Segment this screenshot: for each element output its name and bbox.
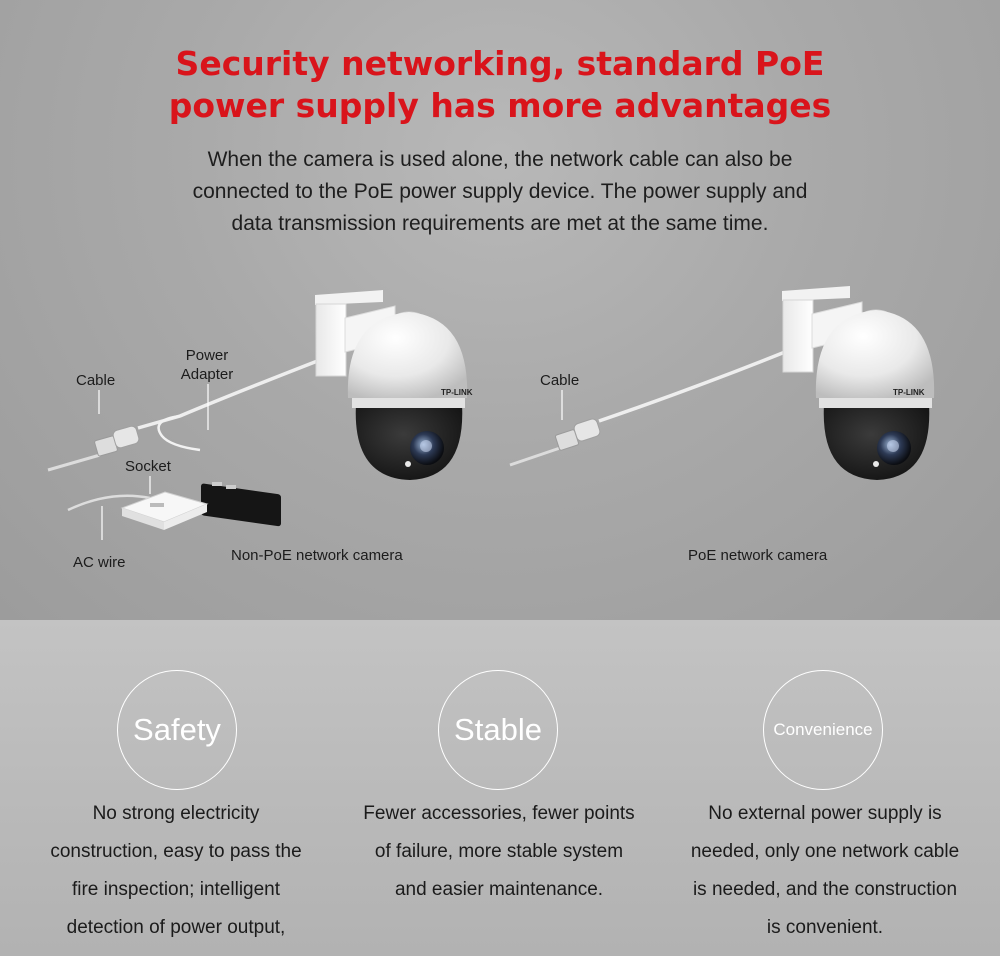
camera-diagram: TP-LINK TP-LINK [47, 286, 935, 540]
safety-line-1: No strong electricity [92, 803, 260, 824]
stable-line-1: Fewer accessories, fewer points [363, 803, 635, 824]
left-camera-icon: TP-LINK [315, 290, 473, 480]
left-cable-label: Cable [76, 372, 116, 389]
non-poe-camera-caption: Non-PoE network camera [231, 547, 403, 564]
stable-line-2: of failure, more stable system [374, 841, 624, 862]
safety-line-4: detection of power output, [66, 917, 286, 938]
left-cable-group [47, 358, 321, 512]
power-adapter-label-line-2: Adapter [180, 366, 234, 383]
intro-text: When the camera is used alone, the netwo… [100, 144, 900, 240]
headline-line-1: Security networking, standard PoE [175, 44, 825, 83]
headline-line-2: power supply has more advantages [168, 86, 832, 125]
power-adapter-label: Power Adapter [176, 346, 238, 384]
socket-icon [120, 491, 209, 530]
convenience-title: Convenience [773, 720, 873, 739]
left-camera-brand: TP-LINK [441, 388, 473, 397]
stable-title: Stable [454, 712, 542, 747]
intro-line-2: connected to the PoE power supply device… [192, 180, 808, 203]
stable-description: Fewer accessories, fewer points of failu… [339, 795, 659, 909]
convenience-circle: Convenience [763, 670, 883, 790]
safety-line-3: fire inspection; intelligent [71, 879, 281, 900]
intro-line-3: data transmission requirements are met a… [231, 212, 769, 235]
power-adapter-label-line-1: Power [185, 347, 229, 364]
convenience-line-3: is needed, and the construction [692, 879, 958, 900]
stable-circle: Stable [438, 670, 558, 790]
power-adapter-icon [201, 482, 281, 527]
stable-line-3: and easier maintenance. [394, 879, 604, 900]
convenience-line-2: needed, only one network cable [690, 841, 960, 862]
poe-camera-caption: PoE network camera [688, 547, 828, 564]
safety-description: No strong electricity construction, easy… [26, 795, 326, 947]
convenience-description: No external power supply is needed, only… [672, 795, 978, 947]
safety-circle: Safety [117, 670, 237, 790]
convenience-line-1: No external power supply is [708, 803, 942, 824]
right-camera-icon: TP-LINK [782, 286, 935, 480]
safety-title: Safety [133, 712, 221, 747]
ac-wire-label: AC wire [73, 554, 126, 571]
right-cable-label: Cable [540, 372, 580, 389]
convenience-line-4: is convenient. [766, 917, 884, 938]
safety-line-2: construction, easy to pass the [50, 841, 302, 862]
right-cable-group [509, 348, 791, 467]
right-camera-brand: TP-LINK [893, 388, 925, 397]
socket-label: Socket [125, 458, 171, 475]
intro-line-1: When the camera is used alone, the netwo… [207, 148, 793, 171]
